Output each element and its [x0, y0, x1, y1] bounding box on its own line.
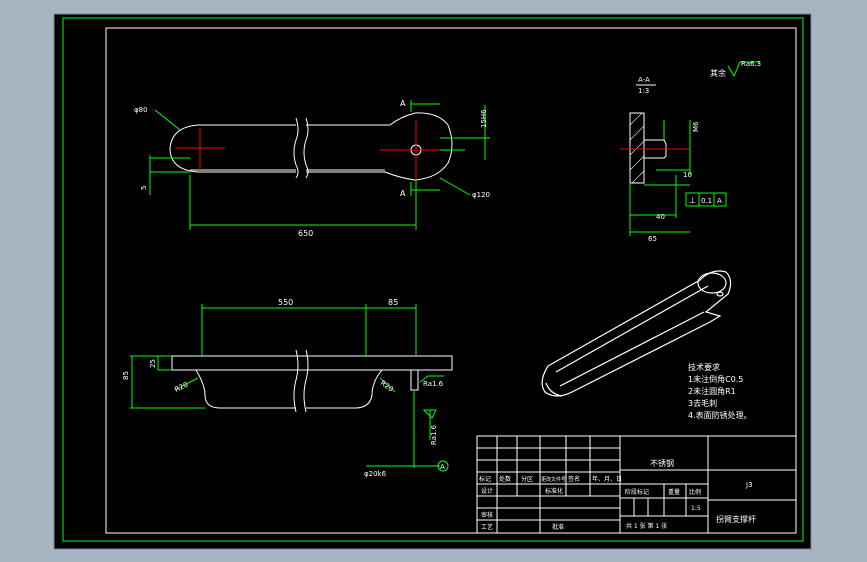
- section-mark-bottom: A: [400, 189, 406, 198]
- dim-length-650: 650: [298, 229, 313, 238]
- sheets-label: 共 1 张 第 1 张: [626, 522, 667, 530]
- section-body: [629, 112, 645, 184]
- header-cell: 分区: [521, 475, 533, 483]
- break-line: [303, 349, 309, 413]
- isometric-view: [541, 270, 732, 397]
- dim-dia-80: φ80: [134, 106, 148, 114]
- dim-40: 40: [656, 213, 665, 221]
- header-cell: 签名: [568, 475, 580, 483]
- header-cell: 处数: [499, 475, 511, 483]
- front-view-body: [195, 369, 383, 409]
- drawing-sheet: [53, 13, 812, 550]
- dim-25: 25: [149, 359, 157, 368]
- datum-label: A: [440, 463, 445, 471]
- roughness-note: 其余 Ra6.3: [710, 60, 761, 78]
- dim-65: 65: [648, 235, 657, 243]
- break-line: [293, 117, 299, 179]
- front-view-bar: [171, 355, 453, 371]
- inner-frame: [105, 27, 797, 534]
- top-view: [169, 112, 453, 181]
- tolerance-value: 0.1: [701, 197, 712, 205]
- dim-85-vertical: 85: [122, 371, 130, 380]
- roughness-ra16-1: Ra1.6: [423, 380, 444, 388]
- break-line: [303, 117, 309, 179]
- dim-10: 10: [683, 171, 692, 179]
- section-view: A-A 1:3 M6: [620, 76, 727, 243]
- header-cell: 更改文件号: [541, 476, 566, 483]
- break-line: [293, 349, 299, 413]
- tech-item: 2未注圆角R1: [688, 386, 736, 396]
- drawing-code: J3: [745, 481, 753, 489]
- section-scale: 1:3: [638, 87, 649, 95]
- dim-shaft-20k6: φ20k6: [364, 470, 387, 478]
- dim-550: 550: [278, 298, 293, 307]
- dim-85-horizontal: 85: [388, 298, 398, 307]
- tolerance-frame: [685, 192, 727, 207]
- tech-item: 4.表面防锈处理。: [688, 410, 752, 420]
- standardize-label: 标准化: [545, 487, 563, 495]
- process-label: 工艺: [481, 523, 493, 531]
- section-mark-top: A: [400, 99, 406, 108]
- dim-width-15h6: 15H6: [480, 109, 488, 128]
- tolerance-datum: A: [717, 197, 722, 205]
- part-name: 拐臂支撑杆: [716, 514, 756, 524]
- tech-requirements: 技术要求 1未注倒角C0.5 2未注圆角R1 3去毛刺 4.表面防锈处理。: [688, 362, 752, 420]
- tech-item: 3去毛刺: [688, 398, 717, 408]
- tolerance-symbol: ⊥: [689, 196, 696, 205]
- dim-dia-120: φ120: [472, 191, 490, 199]
- header-cell: 年、月、日: [592, 475, 622, 483]
- stage-mark-label: 阶段标记: [625, 488, 649, 496]
- scale-value: 1:5: [691, 505, 701, 512]
- top-view-outline: [169, 112, 453, 181]
- top-view-dimensions: [149, 100, 490, 230]
- design-label: 设计: [481, 487, 493, 495]
- section-title: A-A: [638, 76, 650, 84]
- roughness-ra16-2: Ra1.6: [430, 424, 438, 445]
- review-label: 审核: [481, 511, 493, 519]
- title-block: [476, 435, 797, 534]
- dim-offset-5: 5: [140, 186, 148, 190]
- material: 不锈钢: [650, 458, 674, 468]
- tech-item: 1未注倒角C0.5: [688, 374, 743, 384]
- datum-marker: A: [437, 460, 449, 472]
- approve-label: 批准: [552, 523, 564, 531]
- roughness-value: Ra6.3: [741, 60, 761, 68]
- front-view-dimensions: [130, 304, 444, 468]
- dim-m6: M6: [692, 121, 700, 132]
- scale-label: 比例: [689, 488, 701, 496]
- roughness-prefix: 其余: [710, 68, 726, 78]
- tech-title: 技术要求: [688, 362, 720, 372]
- weight-label: 重量: [668, 488, 680, 496]
- outer-frame: [62, 17, 804, 542]
- header-cell: 标记: [479, 475, 491, 483]
